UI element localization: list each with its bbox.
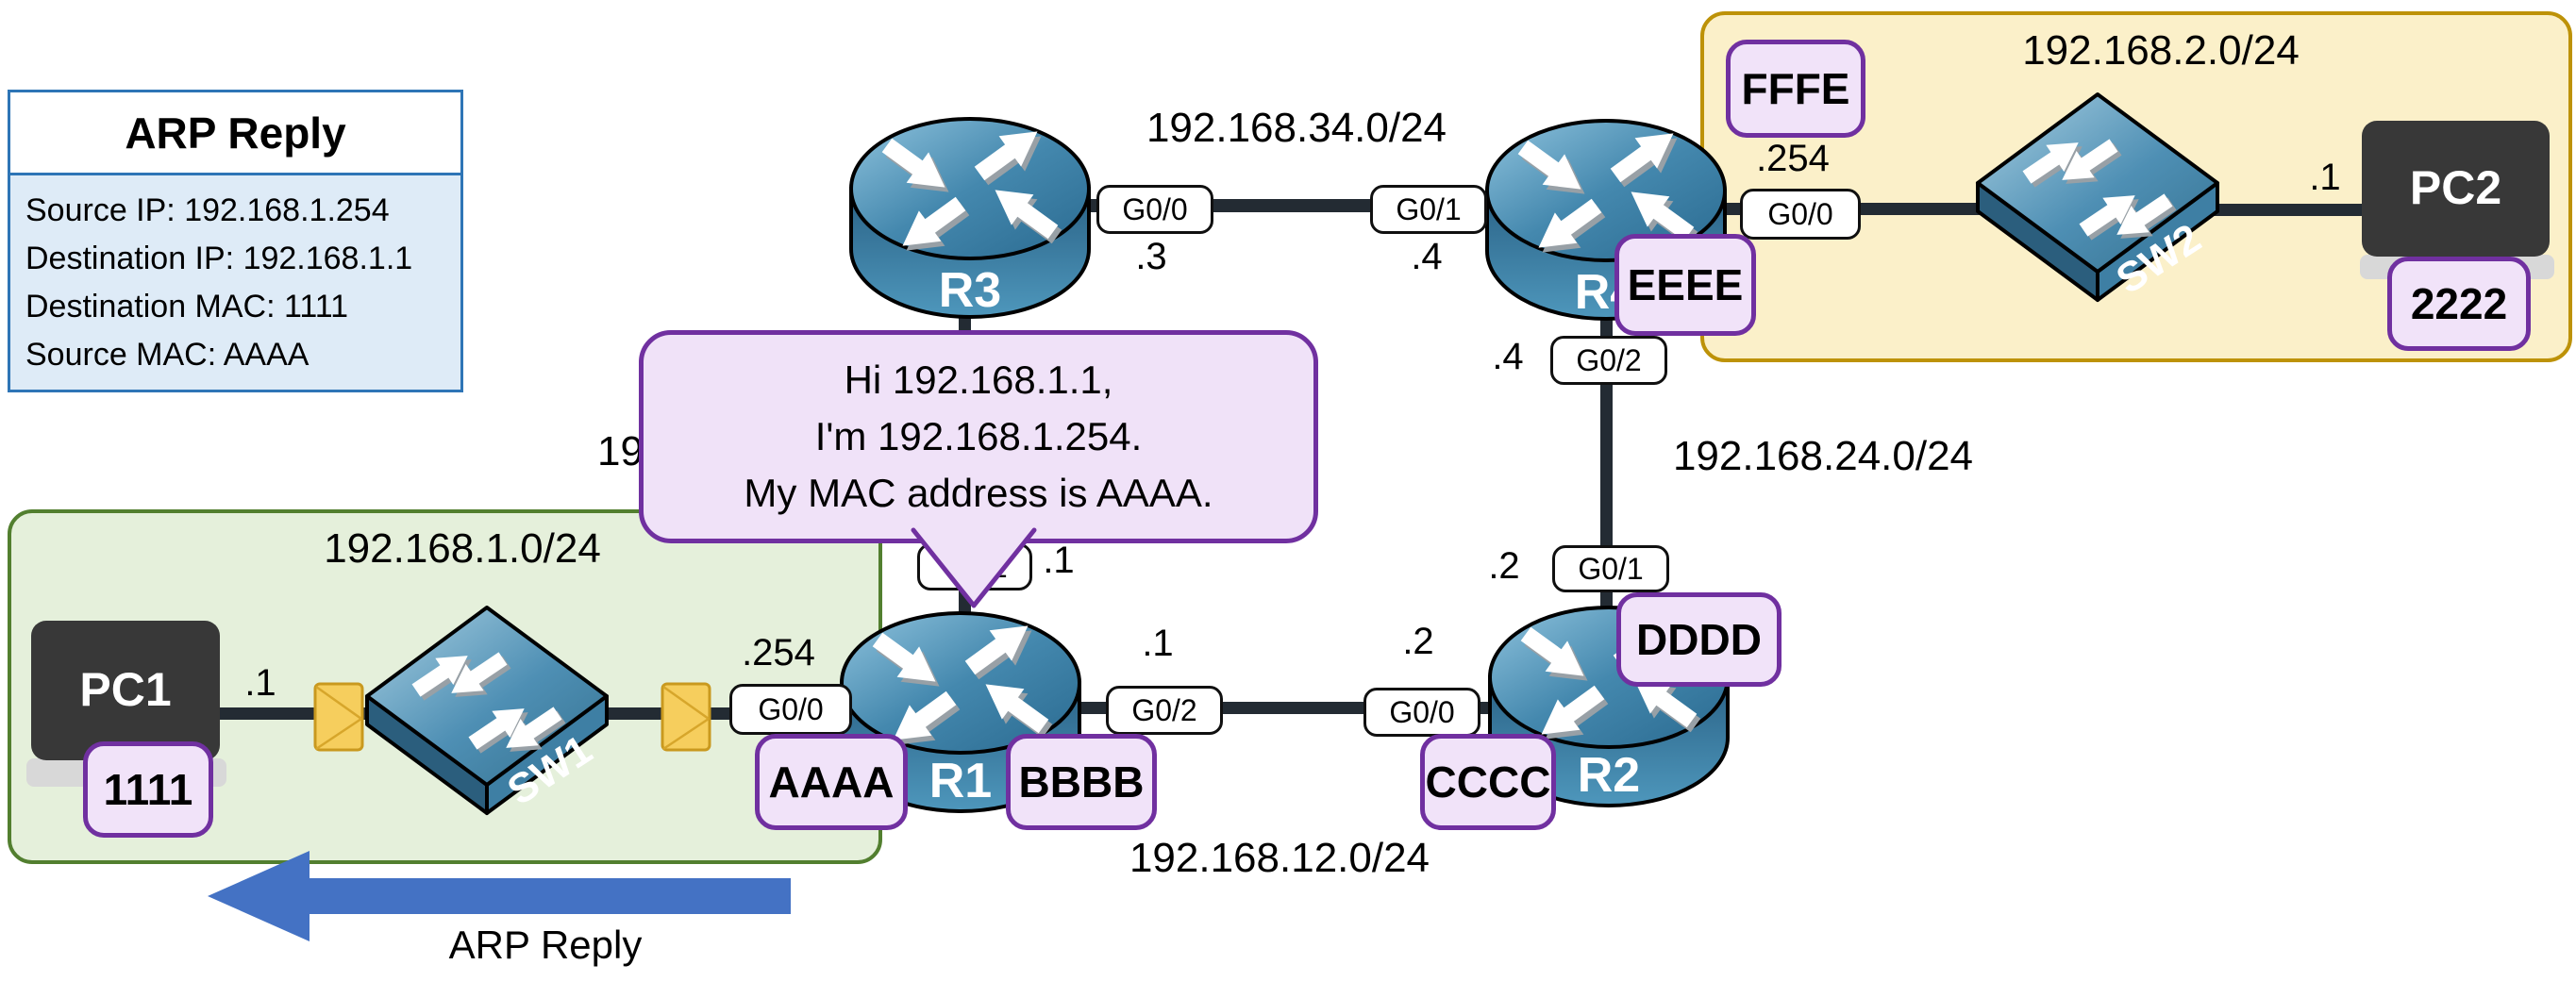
- speech-bubble-line1: Hi 192.168.1.1,: [844, 358, 1113, 402]
- subnet-label-lan2: 192.168.2.0/24: [2022, 27, 2300, 74]
- ip-label-r2-link24: .2: [1488, 545, 1520, 587]
- interface-label-r4-g02: G0/2: [1550, 336, 1667, 385]
- interface-label-r1-g02: G0/2: [1106, 686, 1223, 735]
- ip-label-r1-link13: .1: [1043, 540, 1075, 581]
- ip-label-r1-lan1: .254: [742, 632, 815, 674]
- interface-label-r2-g00: G0/0: [1363, 688, 1480, 737]
- ip-label-r4-lan2: .254: [1756, 138, 1830, 179]
- subnet-label-lan1: 192.168.1.0/24: [324, 525, 601, 572]
- arp-reply-arrow-label: ARP Reply: [448, 923, 643, 967]
- router-r1-label: R1: [928, 754, 993, 808]
- mac-label-r1-g00: AAAA: [755, 734, 908, 830]
- router-r3-label: R3: [938, 263, 1002, 318]
- ip-label-r1-link12: .1: [1142, 623, 1174, 664]
- speech-bubble-tail: [911, 527, 1037, 608]
- speech-bubble-line2: I'm 192.168.1.254.: [814, 414, 1143, 458]
- subnet-label-r1-r3-partial: 19: [597, 428, 644, 474]
- pc1-label: PC1: [79, 663, 172, 716]
- arp-source-mac: Source MAC: AAAA: [25, 337, 309, 373]
- mac-label-r2-g01: DDDD: [1616, 592, 1781, 687]
- speech-bubble-line3: My MAC address is AAAA.: [744, 471, 1213, 515]
- mac-label-pc1: 1111: [83, 741, 213, 838]
- pc2-monitor-icon: [2362, 121, 2550, 257]
- ip-label-r4-link24: .4: [1492, 336, 1524, 377]
- mac-label-r2-g00: CCCC: [1420, 734, 1556, 830]
- arp-reply-info-title: ARP Reply: [10, 92, 460, 175]
- speech-bubble: Hi 192.168.1.1, I'm 192.168.1.254. My MA…: [639, 330, 1318, 543]
- ip-label-pc2: .1: [2309, 157, 2341, 198]
- subnet-label-r2-r4: 192.168.24.0/24: [1672, 433, 1974, 479]
- switch-sw1-icon: [363, 604, 611, 834]
- arp-reply-arrow-icon: [208, 851, 791, 941]
- mac-label-r4-g02: EEEE: [1614, 234, 1756, 336]
- link-sw2-pc2: [2208, 204, 2378, 216]
- subnet-label-r1-r2: 192.168.12.0/24: [1129, 835, 1430, 881]
- mac-label-r1-g02: BBBB: [1006, 734, 1157, 830]
- link-r4-r2: [1600, 311, 1613, 613]
- interface-label-r2-g01: G0/1: [1552, 545, 1669, 592]
- arp-source-ip: Source IP: 192.168.1.254: [25, 192, 390, 228]
- interface-label-r3-g00: G0/0: [1096, 185, 1213, 234]
- envelope-icon: [313, 681, 364, 753]
- arp-reply-info-box: ARP Reply Source IP: 192.168.1.254 Desti…: [8, 90, 463, 392]
- router-r2-label: R2: [1577, 748, 1641, 803]
- ip-label-r3-link34: .3: [1135, 236, 1167, 277]
- pc2-label: PC2: [2409, 161, 2502, 214]
- ip-label-r2-link12: .2: [1402, 621, 1434, 662]
- mac-label-pc2: 2222: [2387, 257, 2531, 351]
- envelope-icon: [661, 681, 711, 753]
- mac-label-r4-g00: FFFE: [1726, 40, 1865, 138]
- interface-label-r4-g00: G0/0: [1740, 189, 1861, 240]
- arp-destination-mac: Destination MAC: 1111: [25, 289, 349, 324]
- ip-label-pc1: .1: [244, 662, 276, 704]
- interface-label-r4-g01: G0/1: [1370, 185, 1487, 234]
- pc1-monitor-icon: [31, 621, 220, 760]
- subnet-label-r3-r4: 192.168.34.0/24: [1146, 105, 1447, 151]
- arp-destination-ip: Destination IP: 192.168.1.1: [25, 241, 413, 276]
- ip-label-r4-link34: .4: [1411, 236, 1443, 277]
- interface-label-r1-g00: G0/0: [729, 684, 852, 735]
